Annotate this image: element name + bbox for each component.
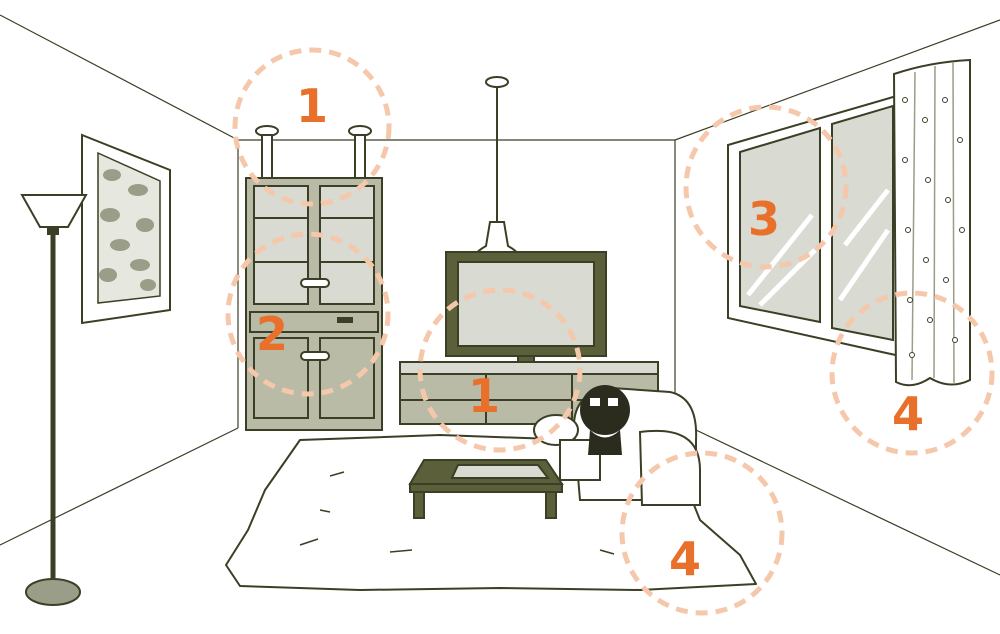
svg-text:4: 4 [669, 532, 701, 586]
marker-rug-armchair: 4 [619, 450, 785, 616]
tension-poles [255, 125, 372, 179]
wall-picture [81, 133, 171, 325]
curtain [892, 58, 971, 387]
floor-lamp [20, 194, 88, 606]
svg-text:1: 1 [468, 369, 500, 423]
marker-tv-stand: 1 [417, 287, 583, 453]
marker-curtain: 4 [829, 290, 995, 456]
window [727, 93, 901, 358]
svg-text:3: 3 [748, 192, 780, 246]
television [445, 251, 607, 369]
svg-text:2: 2 [256, 307, 288, 361]
svg-text:4: 4 [892, 387, 924, 441]
pendant-lamp [467, 76, 527, 281]
glass-cabinet [245, 177, 383, 431]
room-walls [0, 14, 1000, 576]
svg-text:1: 1 [296, 79, 328, 133]
coffee-table [408, 459, 564, 519]
marker-window-glass: 3 [683, 104, 849, 270]
marker-ceiling-tension-poles: 1 [232, 47, 392, 207]
mascot-character [580, 385, 630, 455]
marker-cabinet-doors: 2 [225, 231, 391, 397]
